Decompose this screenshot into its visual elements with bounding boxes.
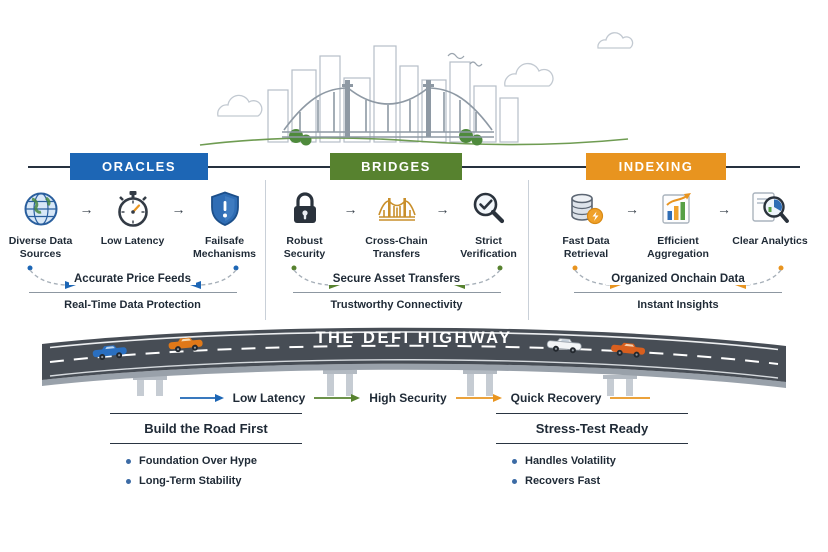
bullet-dot-icon [512, 458, 517, 464]
bullet-text: Recovers Fast [525, 475, 601, 487]
bird-icon [447, 52, 465, 60]
bullet-item: Long-Term Stability [126, 475, 302, 487]
feature-label: Fast Data Retrieval [562, 235, 610, 261]
funnel-arrows [27, 265, 238, 290]
city-skyline [267, 45, 519, 143]
road-underside [42, 363, 786, 388]
arrow-right-icon: → [717, 201, 731, 217]
green-hill-line [199, 137, 629, 146]
legend-label-quick-recovery: Quick Recovery [510, 391, 602, 405]
funnel-label: Organized Onchain Data [606, 273, 750, 286]
arrow-right-icon: → [625, 201, 639, 217]
road-piers [133, 370, 637, 396]
column-divider [265, 180, 266, 320]
legend-arrow-green-icon [314, 394, 361, 402]
arrow-right-icon: → [343, 201, 358, 217]
legend: Low Latency High Security Quick Recovery [0, 391, 828, 405]
legend-label-low-latency: Low Latency [232, 391, 306, 405]
feature-label: Strict Verification [460, 235, 517, 261]
padlock-icon [293, 192, 316, 223]
bullet-text: Foundation Over Hype [139, 455, 257, 467]
stress-test-section: Stress-Test Ready Handles Volatility Rec… [496, 413, 688, 495]
car-blue-icon [92, 345, 127, 360]
bullet-dot-icon [126, 458, 131, 464]
feature-label: Failsafe Mechanisms [192, 235, 257, 261]
feature-label: Clear Analytics [732, 235, 808, 247]
feature-label: Robust Security [283, 235, 326, 261]
highway-illustration: THE DEFI HIGHWAY [42, 327, 786, 396]
section-title: Stress-Test Ready [496, 413, 688, 444]
funnel-label: Accurate Price Feeds [69, 273, 196, 286]
shield-icon [210, 191, 239, 226]
bar-chart-icon [662, 193, 691, 224]
column-rule [574, 292, 782, 294]
bridge-icon [377, 198, 416, 221]
column-divider [528, 180, 529, 320]
highway-title: THE DEFI HIGHWAY [315, 329, 512, 347]
feature-label: Diverse Data Sources [8, 235, 73, 261]
road-edge-line-bottom [49, 359, 779, 379]
road-surface [42, 327, 786, 382]
column-footer-label: Real-Time Data Protection [64, 299, 201, 312]
feature-label: Efficient Aggregation [647, 235, 709, 261]
indexing-header-badge: INDEXING [586, 153, 726, 180]
bullet-text: Handles Volatility [525, 455, 616, 467]
arrow-right-icon: → [435, 201, 450, 217]
bridges-column: → → [265, 186, 528, 311]
arrow-right-icon: → [171, 201, 186, 217]
cloud-icon [597, 32, 634, 49]
database-icon [571, 193, 604, 225]
analytics-magnifier-icon [752, 192, 789, 223]
feature-columns: → → [0, 186, 828, 311]
road-edge-line-top [49, 331, 779, 351]
globe-icon [24, 192, 57, 226]
indexing-column: → → [528, 186, 828, 311]
column-rule [28, 292, 237, 294]
feature-label: Cross-Chain Transfers [365, 235, 428, 261]
bullet-item: Handles Volatility [512, 455, 688, 467]
skyline-illustration [199, 32, 634, 146]
car-white-icon [546, 338, 582, 354]
bullet-item: Recovers Fast [512, 475, 688, 487]
funnel-label: Secure Asset Transfers [327, 273, 466, 286]
column-rule [292, 292, 501, 294]
section-title: Build the Road First [110, 413, 302, 444]
legend-trailing-line [610, 397, 651, 399]
car-orange-icon [168, 337, 203, 353]
legend-arrow-orange-icon [455, 394, 502, 402]
feature-label: Low Latency [100, 235, 165, 247]
bullet-item: Foundation Over Hype [126, 455, 302, 467]
road-center-dashes [49, 344, 779, 365]
cloud-icon [217, 94, 263, 117]
bullet-dot-icon [126, 478, 131, 484]
stopwatch-icon [117, 191, 148, 227]
build-the-road-section: Build the Road First Foundation Over Hyp… [110, 413, 302, 495]
legend-arrow-blue-icon [179, 394, 224, 402]
arrow-right-icon: → [79, 201, 94, 217]
car-red-icon [611, 342, 646, 358]
cloud-icon [504, 62, 554, 87]
oracles-header-badge: ORACLES [70, 153, 208, 180]
column-footer-label: Instant Insights [637, 299, 719, 312]
bullet-text: Long-Term Stability [139, 475, 242, 487]
legend-label-high-security: High Security [369, 391, 447, 405]
oracles-column: → → [0, 186, 265, 311]
bullet-dot-icon [512, 478, 517, 484]
bird-icon [469, 61, 483, 67]
column-footer-label: Trustworthy Connectivity [330, 299, 463, 312]
magnifier-check-icon [473, 192, 504, 224]
bridge-illustration [282, 87, 494, 138]
bridges-header-badge: BRIDGES [330, 153, 462, 180]
